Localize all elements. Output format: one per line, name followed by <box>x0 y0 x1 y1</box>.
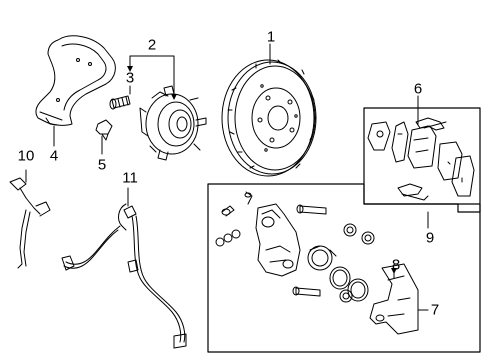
dust-shield <box>35 35 116 126</box>
callout-1: 1 <box>266 28 276 46</box>
leader-lines <box>25 43 429 311</box>
caliper-kit-box <box>207 183 481 353</box>
callout-6: 6 <box>413 80 423 98</box>
callout-10: 10 <box>17 147 35 165</box>
leader-arrowheads <box>127 66 397 274</box>
callout-7: 7 <box>430 301 440 319</box>
abs-sensor-cable <box>61 203 187 349</box>
brake-rotor <box>221 59 317 177</box>
callout-11: 11 <box>122 169 138 187</box>
hub-nut <box>95 119 113 141</box>
callout-8: 8 <box>391 256 401 274</box>
callout-9: 9 <box>425 229 435 247</box>
callout-4: 4 <box>49 147 59 165</box>
callout-3: 3 <box>125 69 135 87</box>
callout-2: 2 <box>147 36 157 54</box>
pad-kit-box <box>363 107 481 213</box>
caliper-parts <box>215 191 419 335</box>
pad-wear-sensor <box>9 177 51 269</box>
hub-bolt <box>109 95 131 110</box>
callout-5: 5 <box>97 156 107 174</box>
